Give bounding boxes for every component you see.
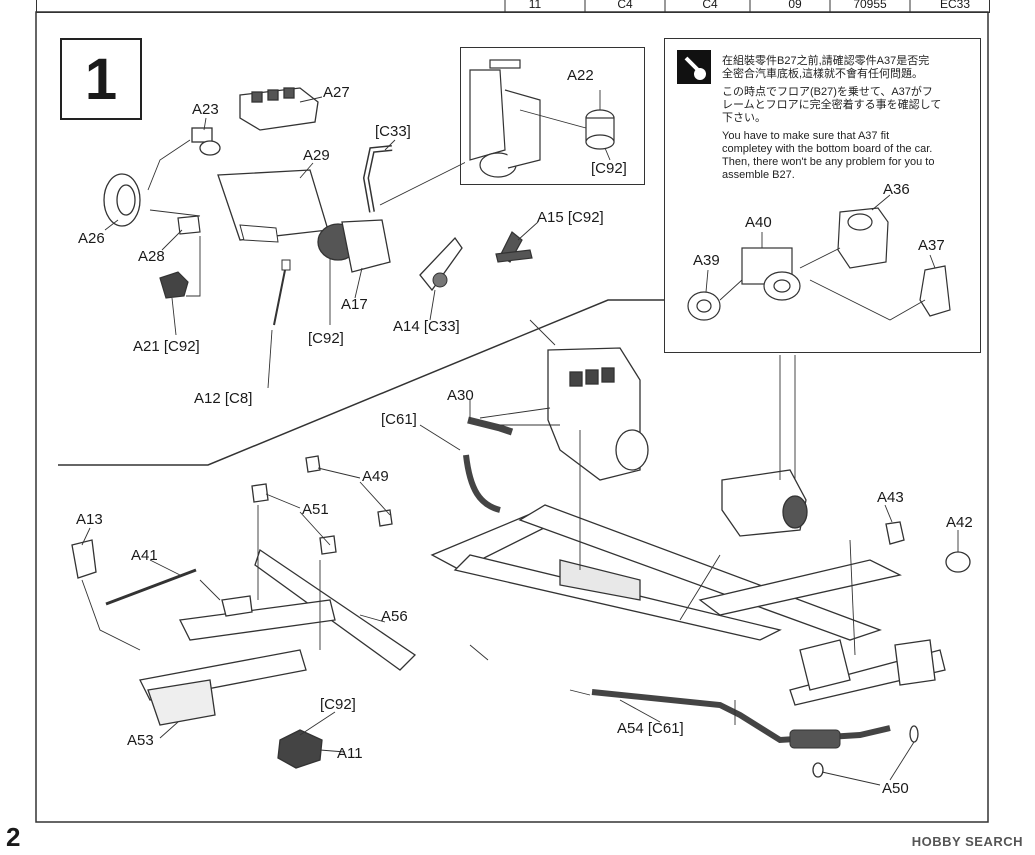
step-number: 1 xyxy=(60,38,142,120)
label-a17: A17 xyxy=(341,296,368,313)
label-a41: A41 xyxy=(131,547,158,564)
label-a26: A26 xyxy=(78,230,105,247)
table-cell: EC33 xyxy=(939,0,971,11)
note-en-line1: You have to make sure that A37 fit xyxy=(722,130,890,142)
label-detail-c92: [C92] xyxy=(591,160,627,177)
label-a53: A53 xyxy=(127,732,154,749)
label-a23: A23 xyxy=(192,101,219,118)
note-en-line4: assemble B27. xyxy=(722,169,795,181)
label-a12: A12 [C8] xyxy=(194,390,253,407)
label-a22: A22 xyxy=(567,67,594,84)
label-a37: A37 xyxy=(918,237,945,254)
label-c33: [C33] xyxy=(375,123,411,140)
label-a30: A30 xyxy=(447,387,474,404)
note-ja-line2: レームとフロアに完全密着する事を確認して xyxy=(722,99,942,111)
note-en-line2: completey with the bottom board of the c… xyxy=(722,143,933,155)
table-cell: 70955 xyxy=(853,0,887,11)
label-a54: A54 [C61] xyxy=(617,720,684,737)
label-a49: A49 xyxy=(362,468,389,485)
table-cell: 11 xyxy=(528,0,542,11)
note-zh-line2: 全密合汽車底板,這樣就不會有任何問題。 xyxy=(722,68,924,80)
label-a36: A36 xyxy=(883,181,910,198)
label-a11: A11 xyxy=(337,745,363,762)
label-a28: A28 xyxy=(138,248,165,265)
label-a14: A14 [C33] xyxy=(393,318,460,335)
label-a15: A15 [C92] xyxy=(537,209,604,226)
label-c92-mid: [C92] xyxy=(308,330,344,347)
label-a13: A13 xyxy=(76,511,103,528)
label-c61: [C61] xyxy=(381,411,417,428)
part-a27 xyxy=(239,87,319,131)
table-cell: C4 xyxy=(702,0,718,11)
label-a43: A43 xyxy=(877,489,904,506)
label-a27: A27 xyxy=(323,84,350,101)
watermark: HOBBY SEARCH xyxy=(911,834,1023,849)
label-a51: A51 xyxy=(302,501,329,518)
page-number: 2 xyxy=(6,822,21,852)
label-a56: A56 xyxy=(381,608,408,625)
table-cell: 09 xyxy=(788,0,802,11)
note-ja-line3: 下さい。 xyxy=(722,112,766,124)
note-en-line3: Then, there won't be any problem for you… xyxy=(722,156,935,168)
note-zh-line1: 在組裝零件B27之前,請確認零件A37是否完 xyxy=(722,55,930,67)
table-cell: C4 xyxy=(617,0,633,11)
detail-inset xyxy=(460,47,645,185)
label-a21: A21 [C92] xyxy=(133,338,200,355)
note-ja-line1: この時点でフロア(B27)を乗せて、A37がフ xyxy=(722,86,933,98)
label-a40: A40 xyxy=(745,214,772,231)
note-box xyxy=(664,38,981,353)
label-a50: A50 xyxy=(882,780,909,797)
label-c92-low: [C92] xyxy=(320,696,356,713)
label-a42: A42 xyxy=(946,514,973,531)
label-a29: A29 xyxy=(303,147,330,164)
label-a39: A39 xyxy=(693,252,720,269)
